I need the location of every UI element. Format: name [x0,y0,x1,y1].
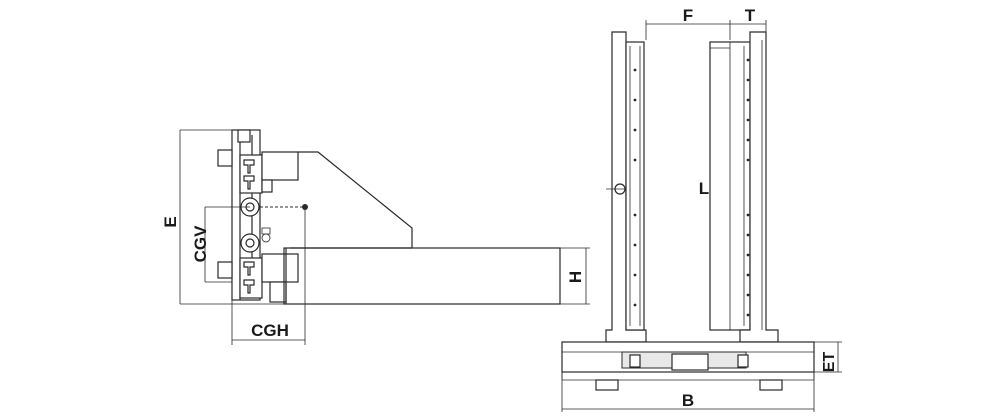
label-et: ET [821,352,838,373]
lower-t-block [239,257,263,299]
side-handle-upper [217,149,233,167]
side-top-tab [237,129,251,143]
upper-t-block [239,154,263,194]
lower-jaw [261,253,299,283]
base-clamp-right [737,354,749,368]
upper-t-slot-1 [243,159,255,174]
small-pin-block [261,227,271,235]
center-of-gravity-marker [302,204,308,210]
upper-jaw-foot [261,179,273,193]
upper-t-slot-2 [243,175,255,190]
label-cgh: CGH [251,321,289,340]
label-f: F [683,6,693,25]
base-center-block [671,353,709,371]
left-jaw-plate [625,41,645,331]
left-jaw-rivets [633,68,637,307]
label-h: H [566,271,585,283]
upper-jaw [261,151,299,181]
right-jaw-rivets [746,58,750,317]
small-pin [261,233,271,243]
lower-t-slot-2 [243,279,255,294]
lower-roller [240,233,260,253]
side-handle-lower [217,261,233,279]
workpiece-arm [283,247,561,305]
base-clamp-left [629,354,641,368]
label-t: T [745,6,756,25]
label-b: B [682,391,694,410]
workpiece-angled-edge [298,151,413,248]
label-cgv: CGV [191,225,210,263]
lower-roller-hub [245,238,255,248]
right-foot [759,379,783,391]
lower-t-slot-1 [243,261,255,276]
left-foot [595,379,619,391]
label-e: E [161,216,180,227]
side-view: E CGV CGH H [161,129,590,345]
label-l: L [699,179,709,198]
front-view: F T L B ET [561,6,842,412]
